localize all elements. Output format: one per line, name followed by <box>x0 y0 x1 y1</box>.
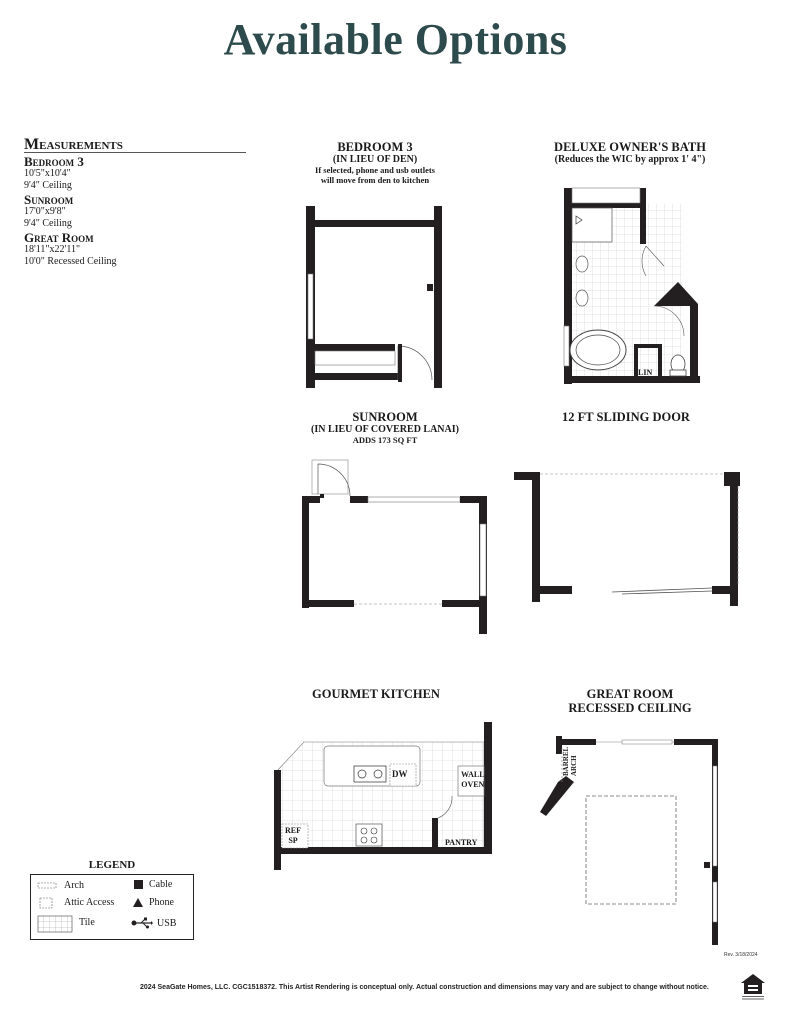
legend-phone: Phone <box>149 897 174 908</box>
great-room-caption: GREAT ROOM RECESSED CEILING <box>530 687 730 715</box>
wall-oven-line1: WALL <box>461 770 485 779</box>
barrel-arch-label: BARREL ARCH <box>562 747 578 776</box>
legend-title: LEGEND <box>88 859 136 871</box>
cable-outlet <box>704 862 710 868</box>
dishwasher-label: DW <box>392 769 408 779</box>
room-ceiling: 9'4" Ceiling <box>24 180 72 191</box>
room-size: 18'11"x22'11" <box>24 244 81 255</box>
wall-oven-line2: OVEN <box>461 780 485 789</box>
barrel-label: BARREL <box>562 746 570 776</box>
ref-sp-label: REF SP <box>285 826 301 846</box>
bedroom3-title: BEDROOM 3 <box>337 140 413 154</box>
measurements-heading: Measurements <box>24 137 246 153</box>
wall-oven-label: WALL OVEN <box>461 770 485 790</box>
legend-tile: Tile <box>79 917 95 928</box>
room-name: Great Room <box>24 230 94 245</box>
bedroom3-plan <box>306 206 442 388</box>
attic-access-icon <box>39 897 53 909</box>
legend-box: Arch Attic Access Tile Cable Phone USB <box>30 874 194 940</box>
usb-icon <box>131 917 153 929</box>
kitchen-caption: GOURMET KITCHEN <box>276 687 476 701</box>
sliding-door-caption: 12 FT SLIDING DOOR <box>520 410 732 424</box>
sunroom-subtitle: (IN LIEU OF COVERED LANAI) <box>311 424 459 435</box>
owners-bath-plan <box>563 187 700 384</box>
measurements-panel: Measurements Bedroom 3 10'5"x10'4" 9'4" … <box>24 137 246 268</box>
page-title: Available Options <box>223 15 568 64</box>
tile-icon <box>37 915 73 933</box>
room-size: 10'5"x10'4" <box>24 168 71 179</box>
sliding-door-title: 12 FT SLIDING DOOR <box>562 410 690 424</box>
cable-outlet <box>427 284 433 291</box>
equal-housing-logo-icon <box>741 974 765 1000</box>
cable-icon <box>134 880 143 889</box>
legend-usb: USB <box>157 918 177 929</box>
sp-label: SP <box>288 836 298 845</box>
revision-date: Rev. 3/18/2024 <box>724 952 758 958</box>
room-name: Bedroom 3 <box>24 154 84 169</box>
owners-bath-title: DELUXE OWNER'S BATH <box>554 140 706 154</box>
arch-label: ARCH <box>570 755 578 776</box>
linen-label: LIN <box>638 368 653 377</box>
legend-arch: Arch <box>64 880 84 891</box>
ref-label: REF <box>285 826 301 835</box>
room-ceiling: 9'4" Ceiling <box>24 218 72 229</box>
sunroom-caption: SUNROOM (IN LIEU OF COVERED LANAI) ADDS … <box>280 410 490 445</box>
room-size: 17'0"x9'8" <box>24 206 66 217</box>
footer-disclaimer: 2024 SeaGate Homes, LLC. CGC1518372. Thi… <box>140 984 709 991</box>
owners-bath-subtitle: (Reduces the WIC by approx 1' 4") <box>554 154 706 165</box>
bedroom3-subtitle: (IN LIEU OF DEN) <box>332 154 418 165</box>
great-room-title-line2: RECESSED CEILING <box>568 701 692 715</box>
sunroom-title: SUNROOM <box>352 410 418 424</box>
owners-bath-caption: DELUXE OWNER'S BATH (Reduces the WIC by … <box>510 140 750 165</box>
arch-symbol-icon <box>37 882 57 889</box>
legend-cable: Cable <box>149 879 173 890</box>
recessed-ceiling-outline <box>585 795 677 905</box>
bedroom3-note-line2: will move from den to kitchen <box>320 175 430 185</box>
phone-icon <box>133 898 143 907</box>
pantry-label: PANTRY <box>445 838 478 847</box>
sliding-door-plan <box>514 472 740 606</box>
bedroom3-note-line1: If selected, phone and usb outlets <box>315 165 435 175</box>
sunroom-note: ADDS 173 SQ FT <box>352 435 418 445</box>
sunroom-plan <box>302 459 487 634</box>
kitchen-title: GOURMET KITCHEN <box>312 687 440 701</box>
legend-attic: Attic Access <box>64 897 115 908</box>
room-ceiling: 10'0" Recessed Ceiling <box>24 256 117 267</box>
room-name: Sunroom <box>24 192 74 207</box>
bedroom3-caption: BEDROOM 3 (IN LIEU OF DEN) If selected, … <box>270 140 480 185</box>
great-room-plan <box>540 736 718 945</box>
great-room-title-line1: GREAT ROOM <box>586 687 674 701</box>
kitchen-plan <box>274 722 492 870</box>
